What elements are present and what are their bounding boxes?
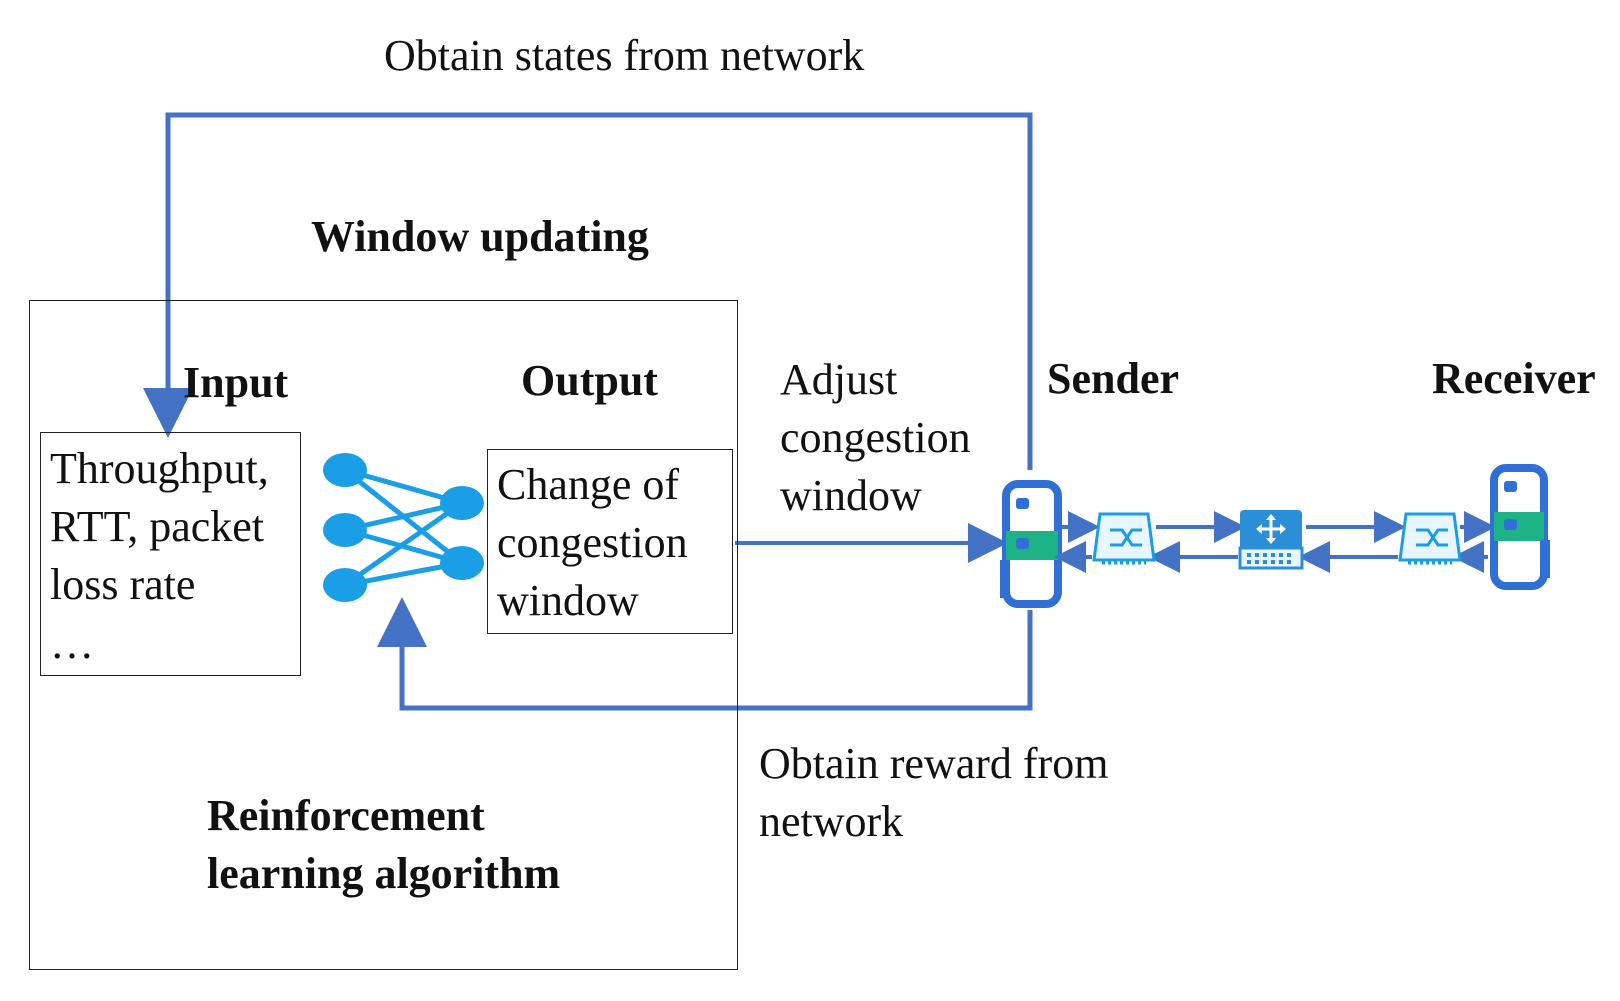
reward-line: Obtain reward from — [759, 739, 1109, 788]
output-line: window — [497, 576, 639, 625]
switch-icon-right — [1398, 512, 1462, 565]
receiver-server-icon — [1490, 464, 1550, 590]
input-label: Input — [183, 358, 289, 407]
rl-line: learning algorithm — [207, 849, 561, 898]
input-line: loss rate — [50, 560, 196, 609]
obtain-states-arrow — [143, 112, 1033, 470]
input-line: … — [50, 619, 94, 668]
input-box — [40, 432, 301, 676]
output-line: congestion — [497, 518, 688, 567]
rl-algorithm-box — [29, 300, 738, 970]
reward-line: network — [759, 797, 904, 846]
window-updating-label: Window updating — [311, 212, 649, 261]
input-content: Throughput, RTT, packet loss rate … — [50, 440, 269, 674]
output-content: Change of congestion window — [497, 456, 688, 630]
neural-network-icon — [323, 453, 484, 602]
sender-server-icon — [1000, 480, 1062, 608]
rl-algorithm-label: Reinforcement learning algorithm — [207, 787, 560, 903]
adjust-line: congestion — [780, 413, 971, 462]
output-box — [487, 449, 733, 634]
obtain-states-label: Obtain states from network — [384, 31, 865, 80]
output-label: Output — [521, 356, 658, 405]
input-line: Throughput, — [50, 444, 269, 493]
network-links — [1054, 511, 1496, 573]
rl-line: Reinforcement — [207, 791, 485, 840]
output-line: Change of — [497, 460, 680, 509]
adjust-line: window — [780, 471, 922, 520]
adjust-line: Adjust — [780, 355, 898, 404]
obtain-reward-label: Obtain reward from network — [759, 735, 1108, 851]
obtain-reward-arrow — [377, 597, 1033, 711]
router-icon — [1238, 510, 1304, 570]
input-line: RTT, packet — [50, 502, 265, 551]
sender-label: Sender — [1047, 354, 1179, 403]
switch-icon-left — [1092, 512, 1156, 565]
receiver-label: Receiver — [1432, 354, 1596, 403]
adjust-window-label: Adjust congestion window — [780, 351, 971, 525]
